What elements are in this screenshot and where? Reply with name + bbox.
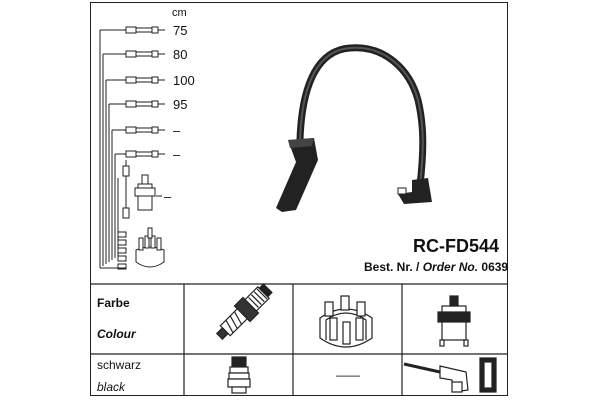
cable-length-6: – [173,147,181,162]
ignition-cable-icon [276,44,432,212]
order-label: Order No. [422,260,479,274]
distributor-cap-icon [319,295,373,348]
table-grid [90,283,508,396]
order-number: 0639 [481,260,509,274]
cable-length-4: 95 [173,97,188,112]
black-label: black [97,380,126,394]
cable-length-1: 75 [173,23,188,38]
schwarz-label: schwarz [97,358,142,372]
sheet-frame [90,2,508,396]
cable-set-schematic-icon [99,26,165,270]
length-unit-label: cm [172,7,187,19]
cable-length-2: 80 [173,47,188,62]
colour-label: Colour [97,327,136,341]
cable-length-3: 100 [173,73,195,88]
order-prefix: Best. Nr. / [364,260,420,274]
farbe-label: Farbe [97,296,130,310]
straight-boot-icon [227,356,251,394]
cable-length-7: – [164,189,172,204]
cable-length-5: – [173,123,181,138]
model-number: RC-FD544 [413,236,500,256]
empty-cell-dash: —— [336,368,360,382]
spark-plug-icon [215,283,273,341]
order-number-line: Best. Nr. / Order No. 0639 [364,260,508,274]
angled-boot-icon [403,357,497,393]
ignition-coil-icon [437,295,471,347]
